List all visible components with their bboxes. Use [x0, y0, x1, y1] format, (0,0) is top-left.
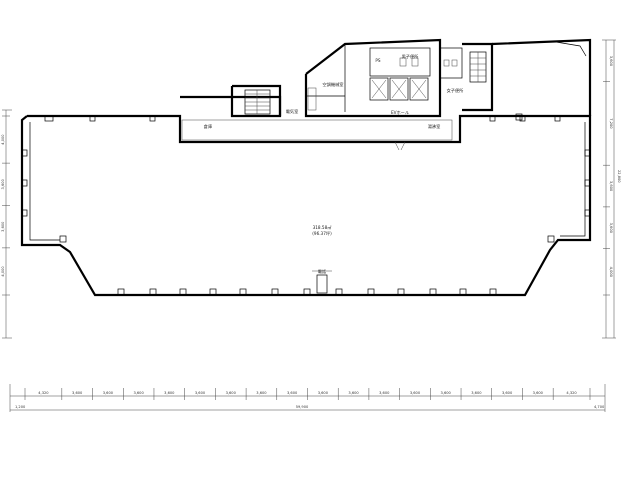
- dim-bottom-segment: 3,600: [379, 391, 390, 395]
- columns-side: [21, 149, 591, 243]
- womens-restroom-label: 女子便所: [447, 87, 464, 94]
- dim-bottom-segment: 3,600: [348, 391, 359, 395]
- corridor-door: [394, 141, 406, 151]
- dim-bottom-segment: 4,320: [566, 391, 577, 395]
- restrooms: [369, 47, 463, 79]
- stair-left: [230, 84, 282, 118]
- dim-bottom-segment: 3,600: [441, 391, 452, 395]
- stair-right: [462, 42, 494, 112]
- dim-bottom-segment: 3,600: [533, 391, 544, 395]
- lobby-label: EVホール: [391, 110, 409, 115]
- dim-right-segment: 3,600: [609, 223, 613, 234]
- dim-bottom-right-end: 4,700: [594, 405, 605, 409]
- entrance-door: [316, 274, 328, 294]
- dim-bottom-segment: 3,600: [256, 391, 267, 395]
- pipe-shaft-label: PS: [375, 58, 381, 63]
- dim-right-segment: 3,600: [609, 56, 613, 67]
- main-office-walls: [20, 114, 592, 297]
- dim-bottom-total: 59,900: [296, 405, 309, 409]
- dim-right-total: 22,800: [617, 170, 621, 183]
- dim-bottom-segment: 4,320: [38, 391, 49, 395]
- dim-left-segment: 3,600: [1, 178, 5, 189]
- electrical-label: 電気室: [286, 108, 299, 115]
- dim-bottom-segment: 3,600: [318, 391, 329, 395]
- columns-top: [44, 115, 561, 122]
- machine-room-label: 空調機械室: [323, 81, 344, 88]
- room-labels: 318.58㎡ (96.37坪) EVホール 男子便所 女子便所 倉庫 電気室 …: [204, 53, 464, 275]
- dim-bottom-segment: 3,600: [72, 391, 83, 395]
- dim-bottom-left-end: 1,200: [15, 405, 26, 409]
- dim-bottom-segment: 3,600: [133, 391, 144, 395]
- dim-bottom-segment: 3,600: [502, 391, 513, 395]
- dim-bottom-segment: 3,600: [164, 391, 175, 395]
- columns-bottom: [117, 288, 497, 296]
- dim-bottom-segment: 3,600: [471, 391, 482, 395]
- dim-bottom-segment: 3,600: [226, 391, 237, 395]
- mens-restroom-label: 男子便所: [402, 53, 419, 60]
- dim-bottom-segment: 3,600: [103, 391, 114, 395]
- storage-label: 倉庫: [204, 123, 212, 130]
- dim-right-segment: 3,600: [609, 181, 613, 192]
- dimension-left: 4,000 3,600 3,600 4,000: [1, 109, 12, 339]
- mailroom-label: 電話: [318, 268, 326, 275]
- dim-right-segment: 7,200: [609, 118, 613, 129]
- dim-left-segment: 4,000: [1, 266, 5, 277]
- dim-left-segment: 3,600: [1, 221, 5, 232]
- dim-right-segment: 4,000: [609, 267, 613, 278]
- elevators: [369, 77, 429, 101]
- core-area: [180, 38, 592, 141]
- main-area-label: 318.58㎡: [313, 224, 333, 230]
- dim-bottom-segment: 3,600: [410, 391, 421, 395]
- dimension-right: 3,600 7,200 3,600 3,600 4,000 22,800: [602, 39, 621, 339]
- main-area-sub-label: (96.37坪): [312, 230, 332, 237]
- dim-bottom-segment: 3,600: [287, 391, 298, 395]
- kitchenette-label: 湯沸室: [428, 123, 441, 130]
- dimension-bottom: 4,320 3,600 3,600 3,600 3,600 3,600 3,600 3,600…: [9, 384, 606, 412]
- dim-bottom-segment: 3,600: [195, 391, 206, 395]
- dim-left-segment: 4,000: [1, 134, 5, 145]
